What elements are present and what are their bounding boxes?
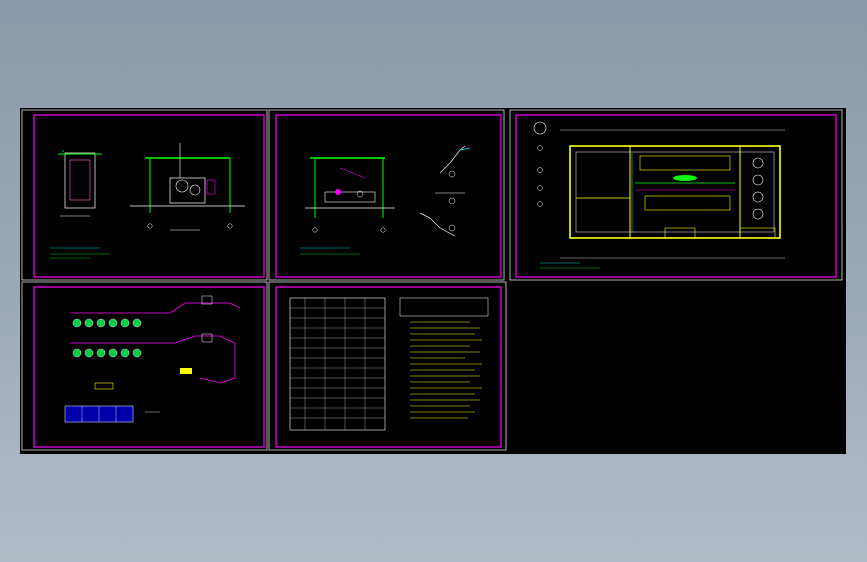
sheet-tables-notes[interactable] [268,281,507,451]
sheet-floor-plan[interactable] [509,109,843,281]
sheet-section-2[interactable] [268,109,505,281]
cad-drawing-viewport[interactable]: A [20,108,846,454]
svg-text:A: A [62,149,65,153]
sheet-system-diagram[interactable] [21,281,268,451]
cad-drawing-canvas: A [21,109,843,451]
sheet-section-1[interactable]: A [21,109,268,281]
